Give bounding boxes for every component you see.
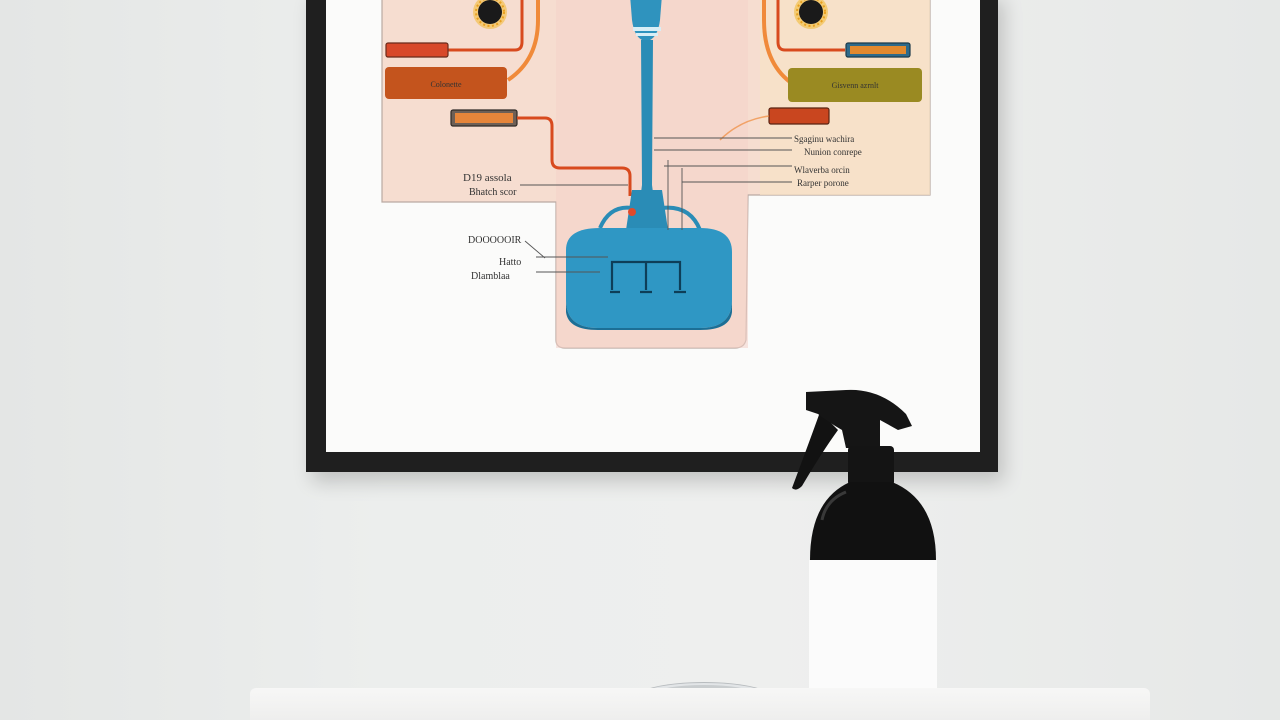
callout-label: D19 assola	[463, 172, 512, 184]
sun-icon	[473, 0, 507, 29]
bottle-shoulder	[810, 482, 936, 560]
component-tag	[768, 107, 830, 125]
bottle-label	[809, 560, 937, 698]
pipette-funnel	[626, 190, 668, 230]
component-tag-inner	[455, 113, 513, 123]
shelf	[250, 688, 1150, 720]
bottle-sprayer-head	[806, 389, 912, 448]
callout-lines	[520, 137, 792, 273]
callout-label: DOOOOOIR	[468, 235, 522, 246]
pipette-band	[636, 33, 658, 36]
tank-circuit	[610, 260, 686, 294]
pipe-red	[517, 116, 632, 196]
component-box	[385, 67, 507, 99]
bottle-trigger	[792, 412, 838, 490]
sun-icon	[794, 0, 828, 29]
pipette-stem	[640, 40, 654, 200]
pipe-arms	[598, 205, 702, 231]
pipe-orange	[506, 0, 540, 82]
pipe-red	[448, 0, 524, 52]
pipe-orange	[719, 115, 770, 141]
callout-label: Sgaginu wachira	[794, 134, 854, 144]
pipe-orange	[762, 0, 792, 84]
callout-label: Wlaverba orcin	[794, 165, 850, 175]
component-tag-inner	[850, 46, 906, 54]
pipette-band	[633, 27, 661, 31]
component-box-label: Gisvenn azrnlt	[832, 81, 880, 90]
tank-shade	[566, 300, 732, 330]
spray-bottle	[792, 389, 937, 720]
component-box	[788, 68, 922, 102]
callout-label: Bhatch scor	[469, 187, 517, 198]
tank	[566, 228, 732, 328]
valve-dot	[628, 208, 636, 216]
callout-label: Nunion conrepe	[804, 147, 862, 157]
bottle-highlight	[820, 490, 847, 521]
pipe-red	[776, 0, 845, 52]
component-box-label: Colonette	[430, 80, 462, 89]
bottle-neck	[848, 446, 894, 486]
callout-label: Hatto	[499, 257, 521, 268]
callout-label: Dlamblaa	[471, 271, 510, 282]
callout-label: Rarper porone	[797, 178, 849, 188]
component-tag	[385, 42, 449, 58]
